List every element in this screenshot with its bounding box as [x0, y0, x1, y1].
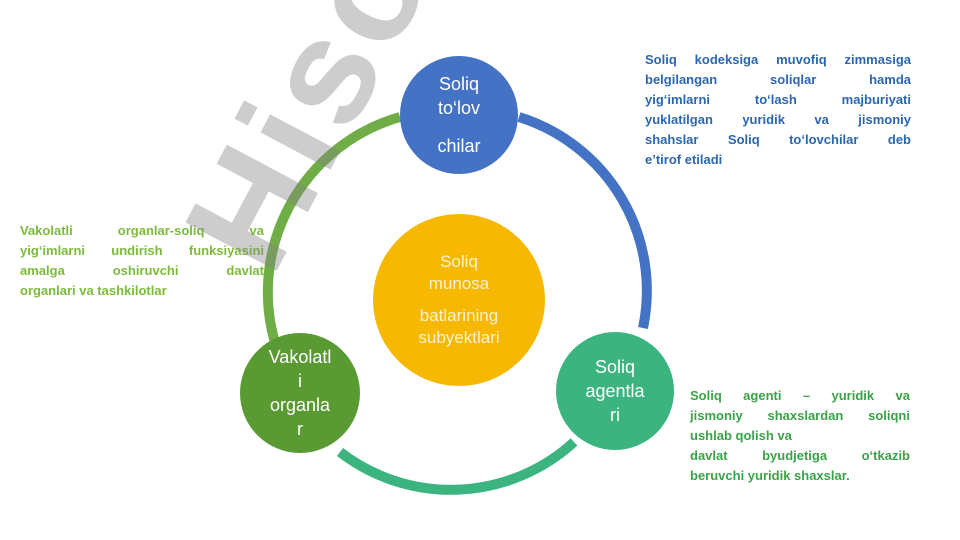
taxpayers-description-line: yig‘imlarni to‘lash majburiyati [645, 92, 911, 107]
agents-label-3: ri [610, 405, 620, 425]
center-node: Soliq munosa batlarining subyektlari [373, 214, 545, 386]
arc-authorities-to-taxpayers [262, 112, 402, 351]
authorities-description-line: organlari va tashkilotlar [20, 283, 167, 298]
agents-description-line: beruvchi yuridik shaxslar. [690, 468, 850, 483]
taxpayers-label-1: Soliq [438, 74, 480, 94]
agents-label-1: Soliq [594, 357, 636, 377]
agents-description-line: Soliq agenti – yuridik va [690, 388, 910, 403]
agents-node: Soliq agentla ri [556, 332, 674, 450]
arc-agents-to-authorities [336, 438, 578, 495]
taxpayers-label-2: to‘lov [437, 98, 481, 118]
center-label-1: Soliq [440, 252, 478, 271]
agents-description-line: ushlab qolish va [690, 428, 792, 443]
authorities-description: Vakolatli organlar-soliq va yig‘imlarni … [20, 221, 264, 301]
authorities-label-2: i [298, 371, 302, 391]
arc-taxpayers-to-agents [517, 112, 652, 330]
agents-description-line: davlat byudjetiga o‘tkazib [690, 448, 910, 463]
center-label-3: batlarining [419, 306, 499, 325]
taxpayers-description: Soliq kodeksiga muvofiq zimmasiga belgil… [645, 50, 911, 170]
agents-description: Soliq agenti – yuridik va jismoniy shaxs… [690, 386, 910, 486]
taxpayers-label-3: chilar [437, 136, 481, 156]
authorities-label-4: r [297, 419, 303, 439]
authorities-description-line: yig‘imlarni undirish funksiyasini [20, 243, 264, 258]
authorities-node: Vakolatl i organla r [240, 333, 360, 453]
taxpayers-node: Soliq to‘lov chilar [400, 56, 518, 174]
center-label-2: munosa [428, 274, 490, 293]
authorities-description-line: amalga oshiruvchi davlat [20, 263, 264, 278]
authorities-label-1: Vakolatl [268, 347, 332, 367]
authorities-description-line: Vakolatli organlar-soliq va [20, 223, 264, 238]
center-label-4: subyektlari [418, 328, 500, 347]
taxpayers-description-line: shahslar Soliq to‘lovchilar deb [645, 132, 911, 147]
authorities-label-3: organla [269, 395, 331, 415]
taxpayers-description-line: yuklatilgan yuridik va jismoniy [645, 112, 911, 127]
agents-description-line: jismoniy shaxslardan soliqni [690, 408, 910, 423]
taxpayers-description-line: belgilangan soliqlar hamda [645, 72, 911, 87]
taxpayers-description-line: Soliq kodeksiga muvofiq zimmasiga [645, 52, 911, 67]
taxpayers-description-line: e’tirof etiladi [645, 152, 723, 167]
agents-label-2: agentla [585, 381, 645, 401]
